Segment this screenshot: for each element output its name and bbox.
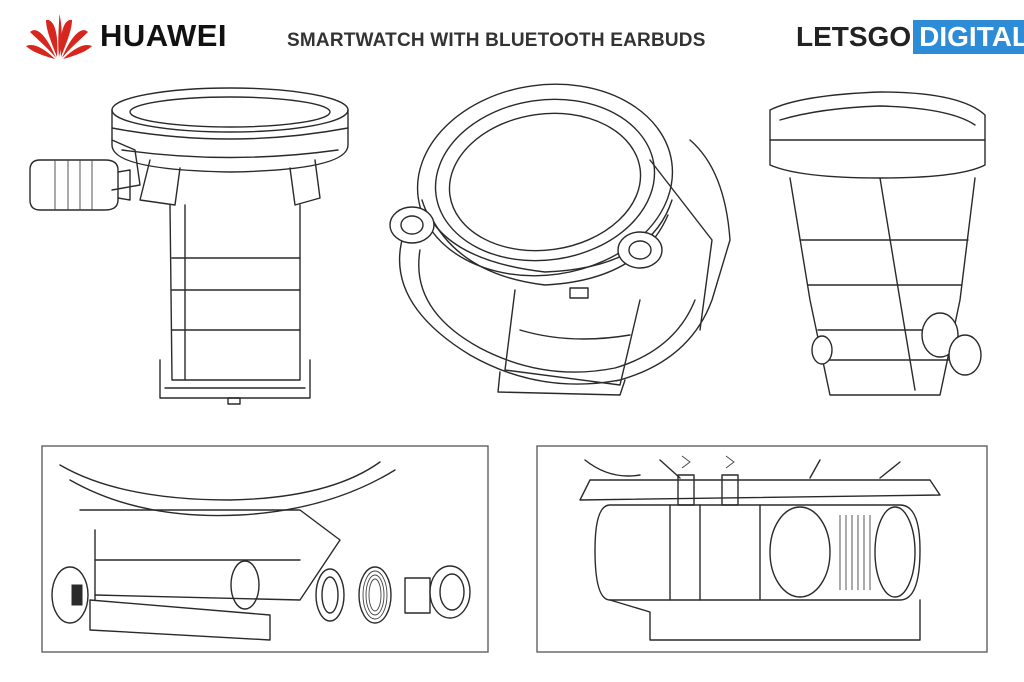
page-title: SMARTWATCH WITH BLUETOOTH EARBUDS (287, 30, 706, 51)
figure-strap-view (769, 91, 986, 396)
site-logo-part1: LETSGO (796, 21, 912, 52)
huawei-logo-icon (26, 14, 92, 59)
figure-side-view (29, 87, 349, 405)
figure-housed-detail (536, 445, 988, 653)
brand-name: HUAWEI (100, 18, 227, 53)
figure-perspective-view (389, 83, 731, 396)
site-logo: LETSGO DIGITAL (796, 20, 1024, 54)
figure-exploded-detail (41, 445, 489, 653)
huawei-brand: HUAWEI (26, 12, 227, 60)
site-logo-part2: DIGITAL (913, 20, 1024, 54)
header: HUAWEI SMARTWATCH WITH BLUETOOTH EARBUDS… (0, 0, 1024, 70)
